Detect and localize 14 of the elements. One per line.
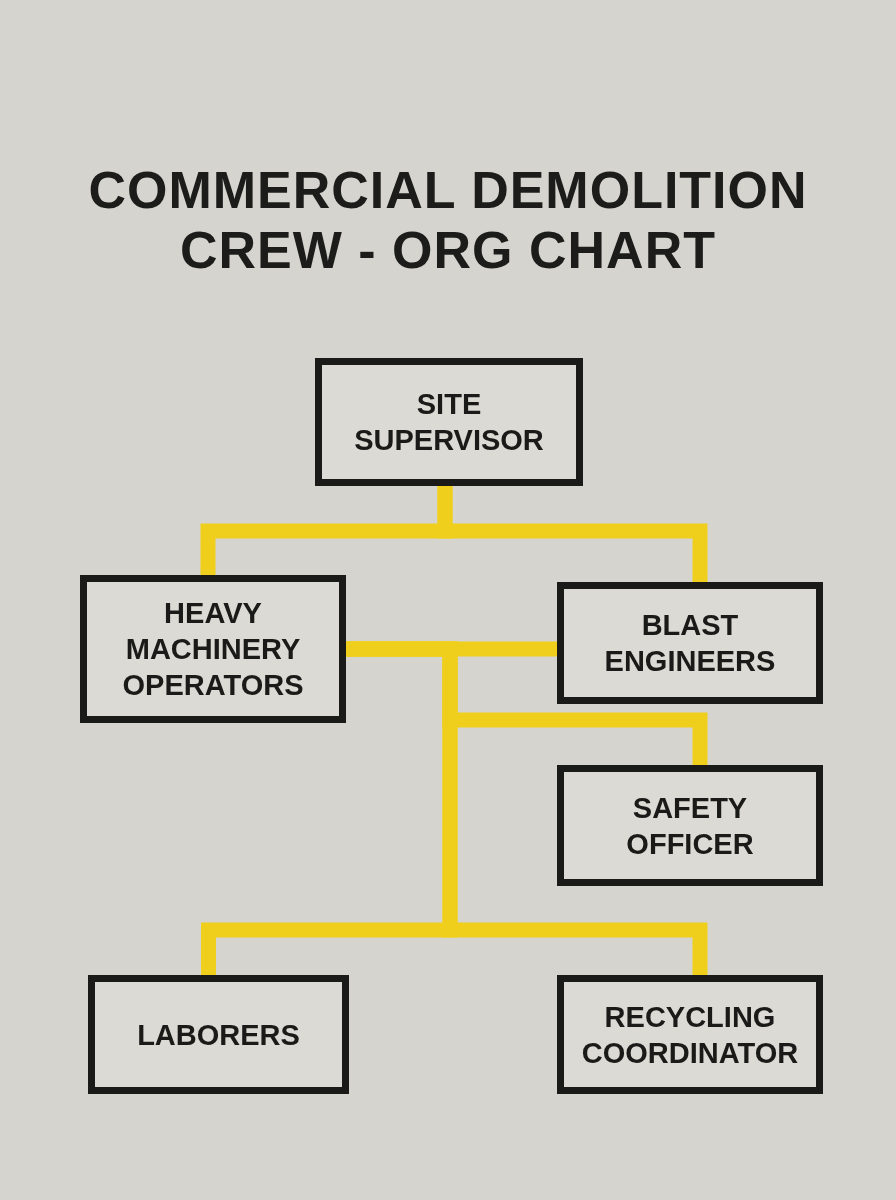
role-label: HEAVY MACHINERY OPERATORS (121, 596, 305, 703)
chart-title: COMMERCIAL DEMOLITION CREW - ORG CHART (87, 160, 809, 280)
role-label: BLAST ENGINEERS (603, 608, 777, 679)
connector-line (346, 641, 708, 975)
role-label: LABORERS (136, 1017, 301, 1053)
role-label: SITE SUPERVISOR (353, 387, 545, 458)
role-box (557, 582, 823, 704)
role-box (80, 575, 346, 723)
role-box (557, 975, 823, 1094)
role-box (88, 975, 349, 1094)
role-box (315, 358, 583, 486)
role-label: SAFETY OFFICER (625, 790, 755, 862)
role-label: RECYCLING COORDINATOR (580, 999, 800, 1071)
role-box (557, 765, 823, 886)
